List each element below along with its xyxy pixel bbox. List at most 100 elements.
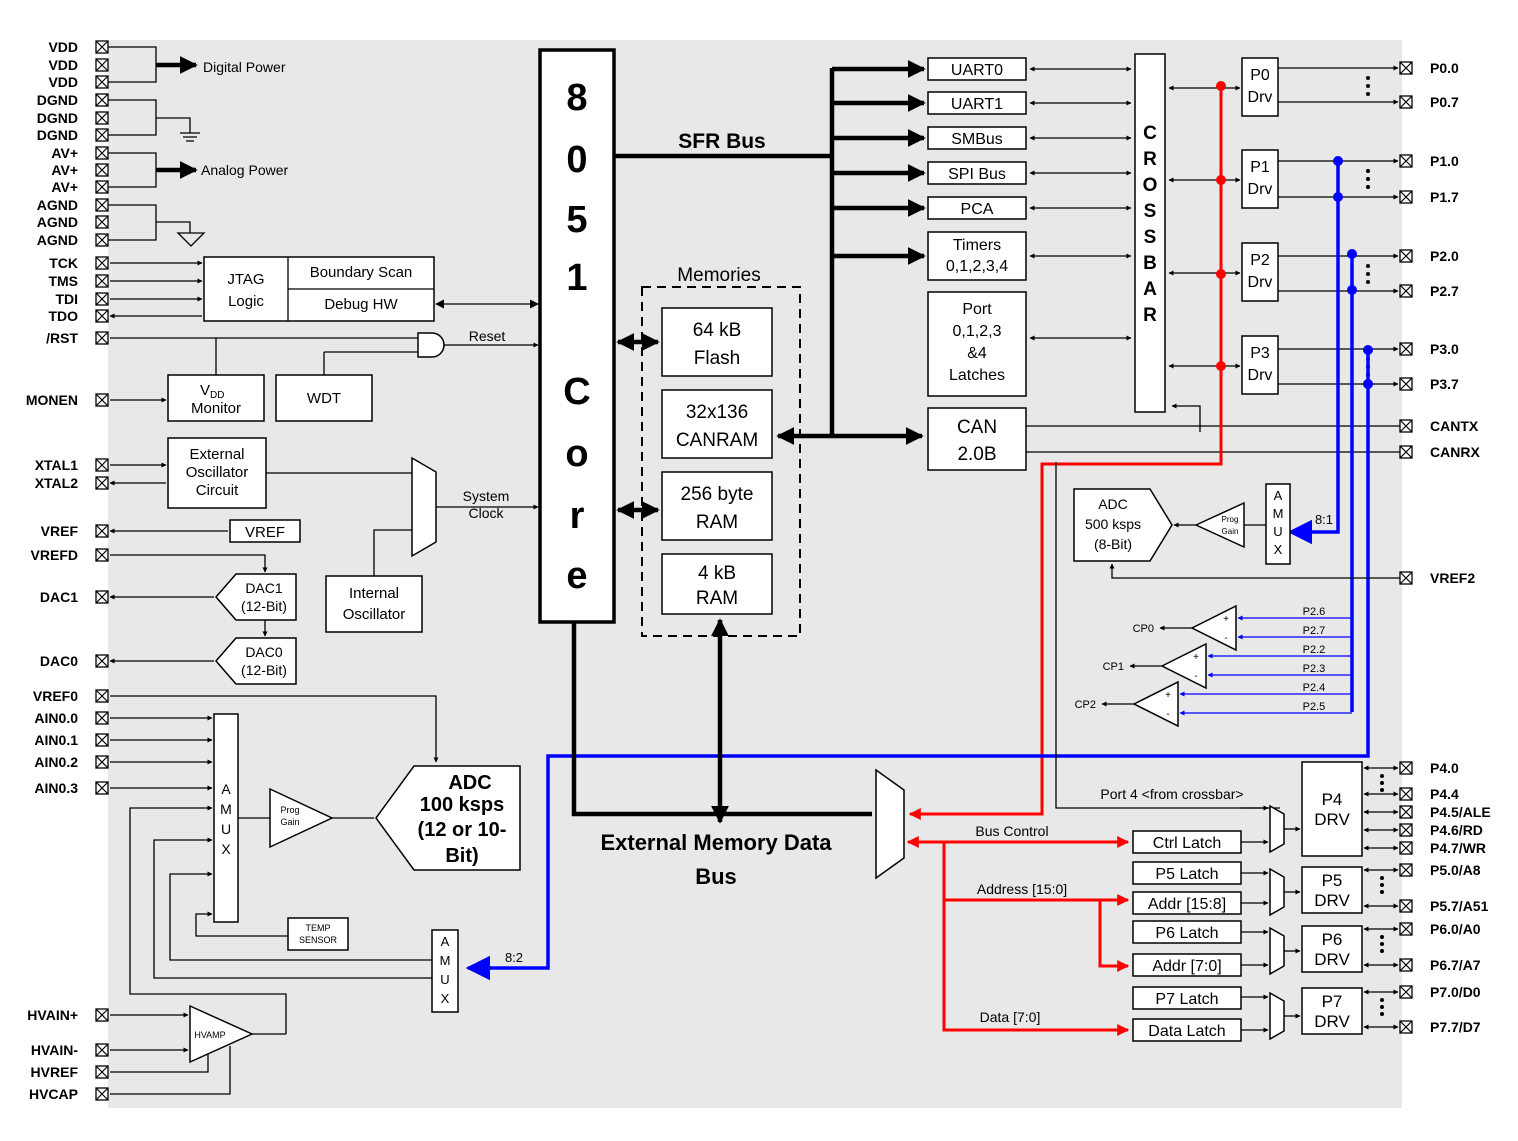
peripheral-block xyxy=(927,57,1027,81)
left-pin-label: HVREF xyxy=(31,1064,79,1080)
temp-sensor-2: SENSOR xyxy=(299,935,338,945)
crossbar-letter: C xyxy=(1143,123,1157,144)
port-mux xyxy=(1269,804,1285,854)
core-letter: o xyxy=(565,433,588,475)
peripheral-label: SMBus xyxy=(951,131,1003,148)
right-pin-label: P6.0/A0 xyxy=(1430,921,1481,937)
right-pin-label: P6.7/A7 xyxy=(1430,957,1481,973)
port-driver-low xyxy=(1301,866,1363,914)
latch-label: P7 Latch xyxy=(1155,991,1218,1008)
data-label: Data [7:0] xyxy=(980,1009,1041,1025)
right-pin-label: CANTX xyxy=(1430,418,1479,434)
port-mux xyxy=(1269,867,1285,917)
can-block xyxy=(927,407,1027,471)
analog-power-label: Analog Power xyxy=(201,162,289,178)
timers-block xyxy=(927,231,1027,281)
port-driver-low-drv: DRV xyxy=(1314,891,1350,910)
right-pin-label: P4.7/WR xyxy=(1430,840,1486,856)
amux-left xyxy=(213,713,239,923)
core-letter: 8 xyxy=(566,77,587,119)
ram256-label-1: 256 byte xyxy=(681,484,754,505)
ratio-8-2: 8:2 xyxy=(505,950,523,965)
port-driver-low xyxy=(1301,925,1363,973)
port-driver-name: P3 xyxy=(1250,345,1270,362)
left-pin-label: AV+ xyxy=(51,162,78,178)
left-pin-label: HVAIN- xyxy=(31,1042,79,1058)
left-pin-label: DAC1 xyxy=(40,589,78,605)
comparator xyxy=(1132,680,1179,728)
peripheral-block xyxy=(927,91,1027,115)
port-driver-low-name: P5 xyxy=(1322,871,1343,890)
port-driver-name: P2 xyxy=(1250,252,1270,269)
right-pin-label: P7.7/D7 xyxy=(1430,1019,1481,1035)
amux-letter: M xyxy=(220,801,232,817)
crossbar-letter: A xyxy=(1143,279,1157,300)
ram4k-label-2: RAM xyxy=(696,588,738,609)
temp-sensor-block xyxy=(287,917,349,951)
int-osc-label-1: Internal xyxy=(349,585,399,602)
left-pin-label: AGND xyxy=(37,232,78,248)
right-pin-label: P5.0/A8 xyxy=(1430,862,1481,878)
crossbar-block xyxy=(1134,53,1166,413)
flash-block xyxy=(661,307,773,377)
ext-osc-label-3: Circuit xyxy=(196,482,239,499)
flash-label-1: 64 kB xyxy=(693,320,742,341)
jtag-label-2: Logic xyxy=(228,293,264,310)
left-pin-label: TCK xyxy=(49,255,78,271)
temp-sensor-1: TEMP xyxy=(305,923,330,933)
prog-gain-left xyxy=(269,787,334,849)
address-label: Address [15:0] xyxy=(977,881,1067,897)
ram256-block xyxy=(661,471,773,541)
right-pin-label: VREF2 xyxy=(1430,570,1475,586)
left-pin-label: HVCAP xyxy=(29,1086,78,1102)
right-pin-label: P4.6/RD xyxy=(1430,822,1483,838)
cp-label: CP0 xyxy=(1133,623,1154,635)
latch-label: P5 Latch xyxy=(1155,866,1218,883)
core-letter: e xyxy=(566,555,587,597)
amux-letter: U xyxy=(440,972,449,987)
left-pin-label: VDD xyxy=(48,57,78,73)
left-pin-label: XTAL2 xyxy=(35,475,79,491)
ground-symbol-digital xyxy=(180,132,200,142)
crossbar-letter: S xyxy=(1144,227,1157,248)
left-pin-label: DAC0 xyxy=(40,653,78,669)
crossbar-letter: B xyxy=(1143,253,1157,274)
right-pin-label: P1.0 xyxy=(1430,153,1459,169)
amux-letter: U xyxy=(221,821,231,837)
amux-letter: A xyxy=(441,934,450,949)
port-driver-low-name: P4 xyxy=(1322,790,1343,809)
ext-osc-label-2: Oscillator xyxy=(186,464,249,481)
peripheral-label: UART0 xyxy=(951,62,1003,79)
ratio-8-1: 8:1 xyxy=(1315,512,1333,527)
external-oscillator-block xyxy=(167,437,267,509)
core-letter: C xyxy=(563,371,590,413)
cp-input-label: P2.7 xyxy=(1303,625,1326,637)
jtag-label-1: JTAG xyxy=(227,271,264,288)
system-clock-label-1: System xyxy=(463,488,510,504)
cp-input-label: P2.5 xyxy=(1303,701,1326,713)
ram4k-block xyxy=(661,553,773,615)
port-driver-low-drv: DRV xyxy=(1314,950,1350,969)
port-driver-low-drv: DRV xyxy=(1314,1012,1350,1031)
port4-from-label: Port 4 <from crossbar> xyxy=(1100,786,1243,802)
left-pin-label: MONEN xyxy=(26,392,78,408)
dac0-block xyxy=(215,637,297,685)
hvamp-label: HVAMP xyxy=(194,1030,225,1040)
adc12-label-1: ADC xyxy=(448,772,491,794)
latch-label: Ctrl Latch xyxy=(1153,835,1221,852)
amux-right xyxy=(1265,483,1291,565)
left-pin-label: VDD xyxy=(48,39,78,55)
prog-gain-left-1: Prog xyxy=(280,805,299,815)
ground-symbol-analog xyxy=(176,232,206,247)
left-pin-label: AIN0.1 xyxy=(34,732,78,748)
left-pin-label: TMS xyxy=(48,273,78,289)
right-pin-label: P4.5/ALE xyxy=(1430,804,1491,820)
left-pin-label: AIN0.0 xyxy=(34,710,78,726)
port-latches-1: Port xyxy=(962,301,992,318)
can-label-1: CAN xyxy=(957,417,997,438)
amux-letter: A xyxy=(1274,488,1283,503)
latch-label: Addr [7:0] xyxy=(1152,958,1221,975)
left-pin-label: /RST xyxy=(46,330,78,346)
right-pin-list: P0.0P0.7P1.0P1.7P2.0P2.7P3.0P3.7CANTXCAN… xyxy=(1399,60,1491,1035)
